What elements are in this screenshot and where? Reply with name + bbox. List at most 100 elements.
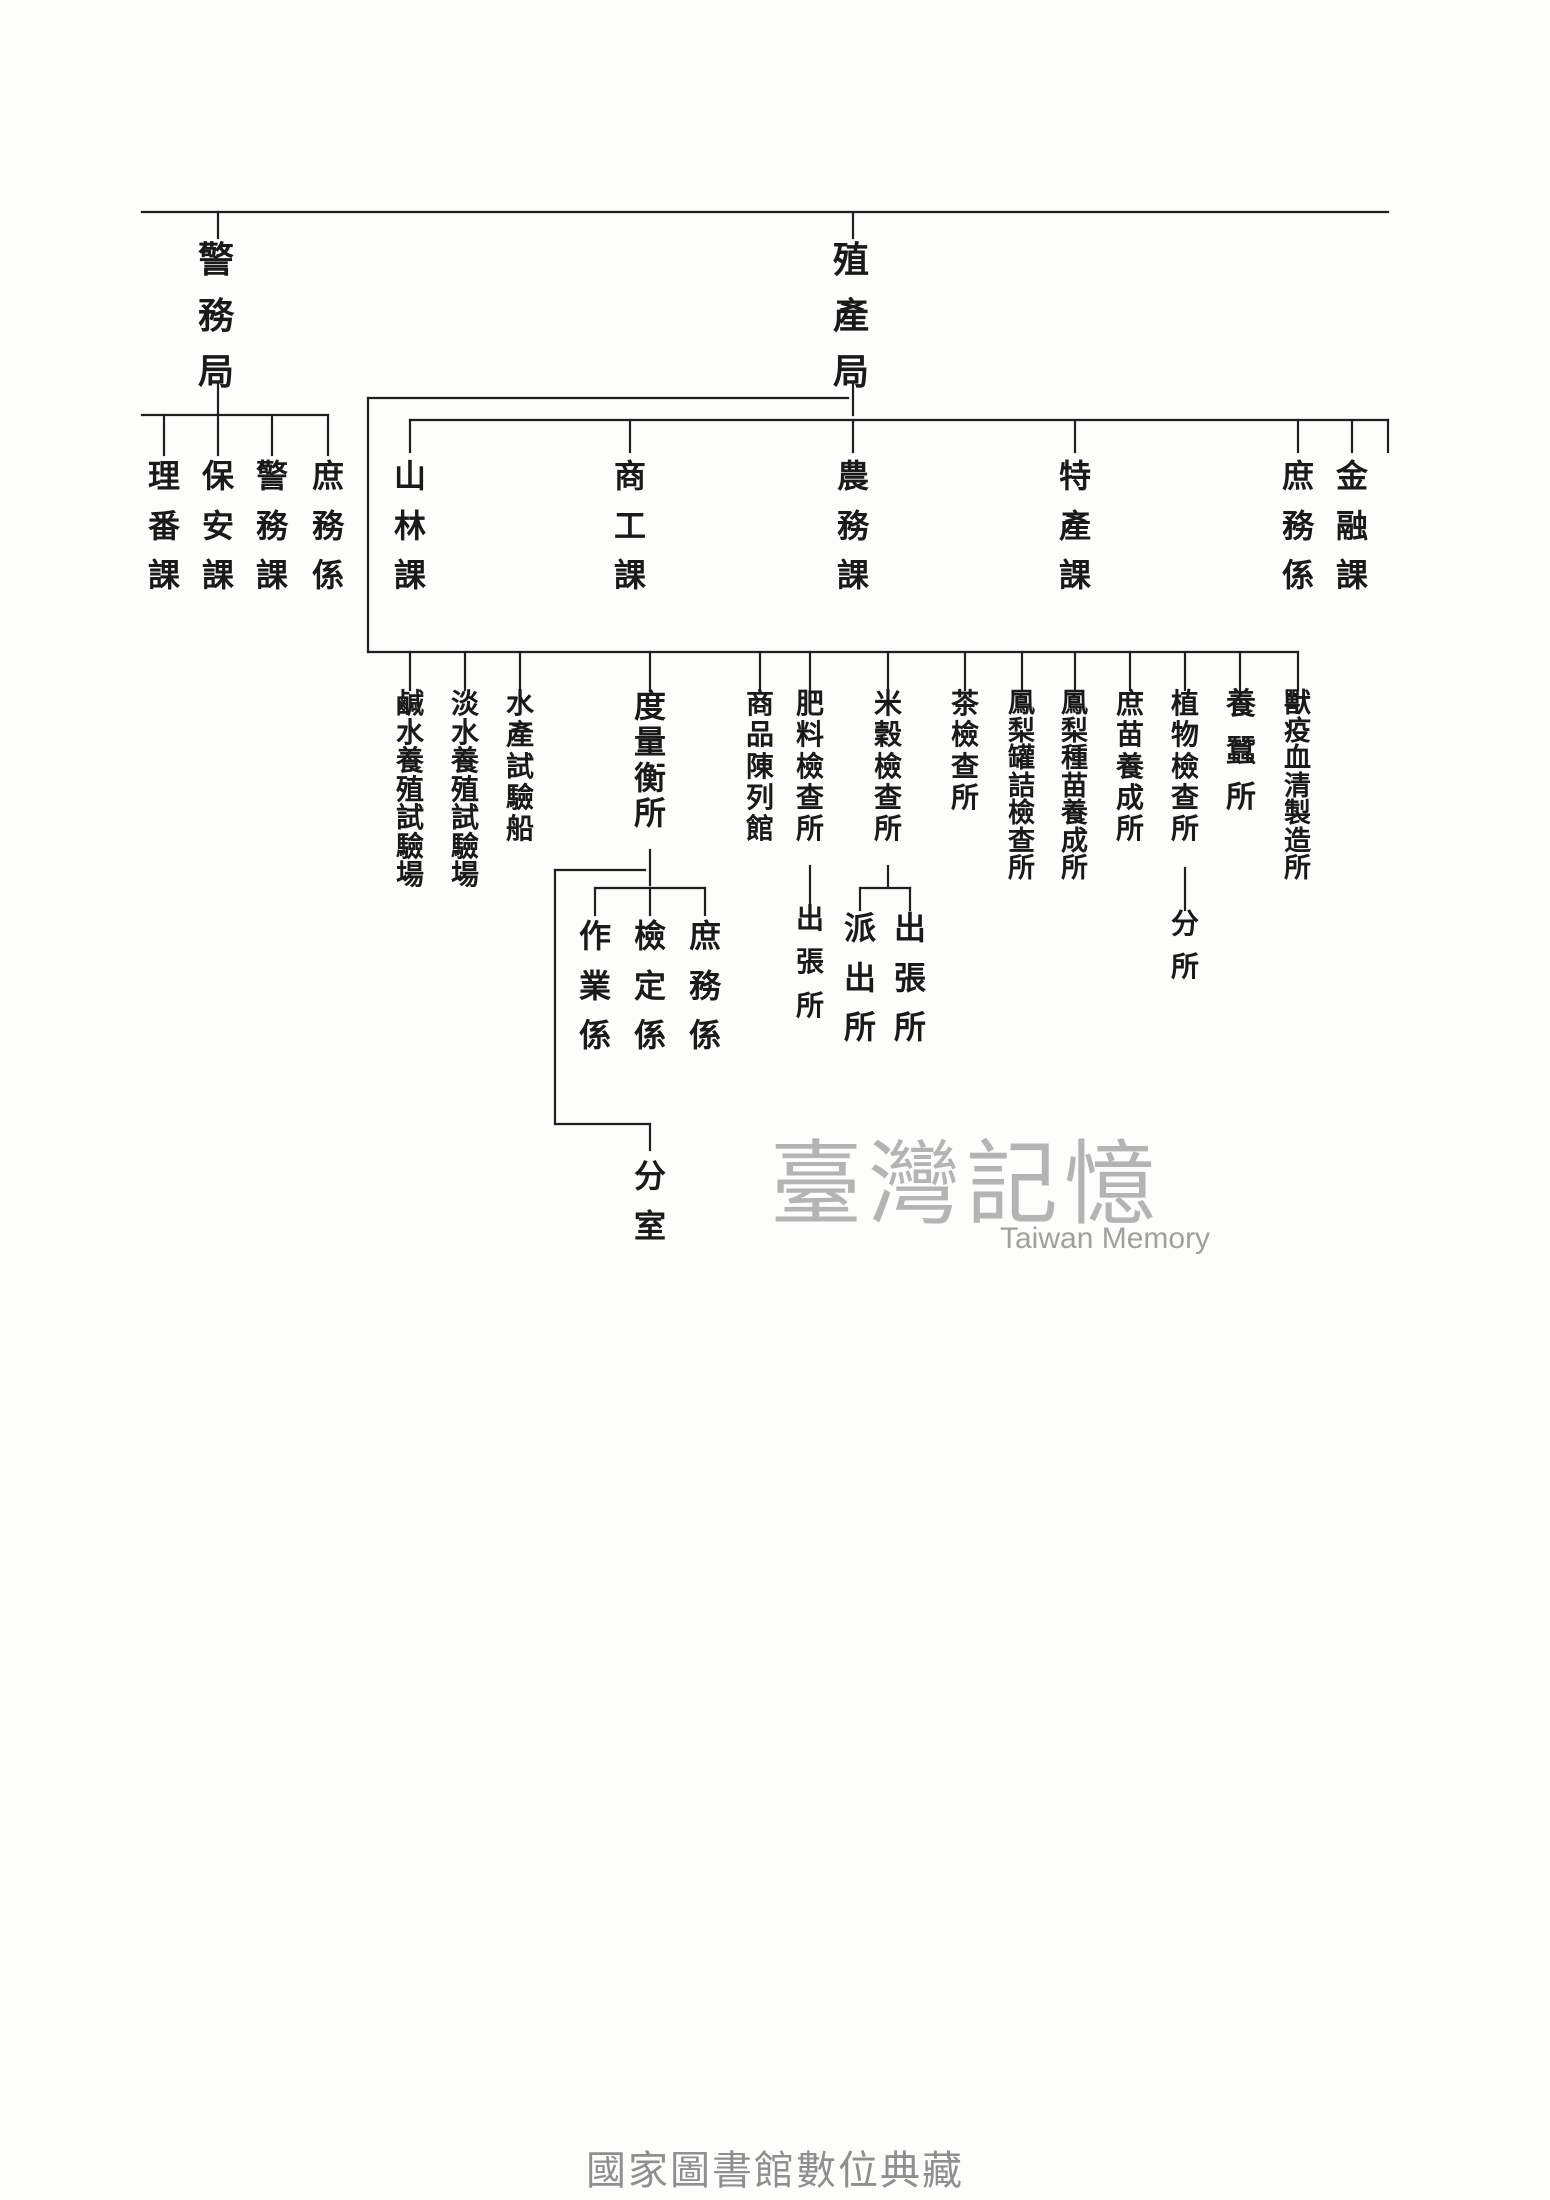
vertical-glyph: 課 [837, 556, 870, 595]
vertical-glyph: 局 [833, 350, 870, 393]
vertical-glyph: 務 [198, 294, 235, 337]
vertical-glyph: 衡 [634, 758, 667, 797]
vertical-glyph: 養 [1226, 687, 1256, 722]
fertilizer-sub-office: 出張所 [796, 905, 824, 1020]
keimu-bureau: 警務局 [198, 242, 234, 390]
vertical-glyph: 驗 [451, 829, 480, 863]
vertical-glyph: 商 [746, 687, 775, 720]
vertical-glyph: 張 [796, 945, 825, 979]
rice-sub-office-right: 出張所 [894, 912, 926, 1043]
vertical-glyph: 淡 [451, 687, 480, 720]
vertical-glyph: 蠶 [1226, 733, 1256, 769]
vertical-glyph: 庶 [312, 457, 345, 495]
vertical-glyph: 血 [1284, 743, 1311, 775]
vertical-glyph: 罐 [1008, 743, 1035, 775]
vertical-glyph: 所 [1226, 780, 1256, 815]
vertical-glyph: 檢 [874, 749, 903, 783]
vertical-glyph: 試 [396, 801, 425, 835]
vertical-glyph: 館 [746, 812, 775, 846]
vertical-glyph: 肥 [796, 687, 825, 720]
vertical-glyph: 船 [506, 812, 535, 846]
branch-office: 養蠶所 [1226, 690, 1256, 813]
keimu-division: 保安課 [202, 460, 234, 591]
vertical-glyph: 商 [614, 457, 647, 495]
vertical-glyph: 檢 [634, 917, 667, 955]
vertical-glyph: 所 [951, 781, 980, 815]
vertical-glyph: 鳳 [1008, 688, 1035, 719]
keimu-division: 庶務係 [312, 460, 344, 591]
plant-sub-office: 分所 [1171, 910, 1199, 981]
vertical-glyph: 養 [1061, 798, 1088, 830]
shokusan-division: 商工課 [614, 460, 646, 591]
branch-office: 獸疫血清製造所 [1284, 690, 1311, 882]
vertical-glyph: 鳳 [1061, 688, 1088, 719]
vertical-glyph: 殖 [451, 772, 480, 806]
vertical-glyph: 檢 [951, 718, 980, 752]
branch-office: 茶檢查所 [951, 690, 979, 812]
vertical-glyph: 產 [1059, 506, 1092, 545]
vertical-glyph: 疫 [1284, 715, 1311, 747]
vertical-glyph: 成 [1061, 825, 1088, 857]
vertical-glyph: 係 [579, 1016, 612, 1055]
vertical-glyph: 養 [1116, 749, 1145, 783]
vertical-glyph: 局 [198, 350, 235, 393]
vertical-glyph: 查 [951, 749, 980, 783]
vertical-glyph: 種 [1061, 743, 1088, 775]
vertical-glyph: 養 [451, 744, 480, 778]
vertical-glyph: 詰 [1008, 770, 1035, 802]
vertical-glyph: 係 [312, 556, 345, 595]
vertical-glyph: 特 [1059, 457, 1092, 495]
vertical-glyph: 所 [634, 794, 667, 833]
keimu-division: 理番課 [148, 460, 180, 591]
vertical-glyph: 出 [894, 909, 927, 947]
vertical-glyph: 林 [394, 506, 427, 545]
vertical-glyph: 出 [844, 958, 877, 997]
vertical-glyph: 查 [1008, 825, 1035, 857]
vertical-glyph: 度 [634, 687, 667, 725]
branch-office: 淡水養殖試驗場 [451, 690, 479, 889]
vertical-glyph: 融 [1336, 506, 1369, 545]
vertical-glyph: 張 [894, 958, 927, 997]
vertical-glyph: 所 [1284, 853, 1311, 885]
keimu-division: 警務課 [256, 460, 288, 591]
vertical-glyph: 量 [634, 722, 667, 761]
vertical-glyph: 清 [1284, 770, 1311, 802]
vertical-glyph: 檢 [1008, 798, 1035, 830]
vertical-glyph: 查 [796, 781, 825, 815]
vertical-glyph: 植 [1171, 687, 1200, 720]
vertical-glyph: 場 [396, 858, 425, 892]
rice-sub-office-left: 派出所 [844, 912, 876, 1043]
vertical-glyph: 課 [202, 556, 235, 595]
vertical-glyph: 試 [451, 801, 480, 835]
vertical-glyph: 務 [256, 506, 289, 545]
watermark-title: 臺灣記憶 [770, 1131, 1163, 1238]
vertical-glyph: 殖 [833, 239, 870, 281]
vertical-glyph: 保 [202, 457, 235, 495]
vertical-glyph: 派 [844, 909, 877, 947]
vertical-glyph: 梨 [1008, 715, 1035, 747]
vertical-glyph: 產 [506, 718, 535, 752]
vertical-glyph: 農 [837, 457, 870, 495]
doryoko-section: 檢定係 [634, 920, 666, 1051]
vertical-glyph: 課 [1059, 556, 1092, 595]
watermark-subtitle: Taiwan Memory [1000, 1222, 1211, 1255]
branch-office: 鳳梨罐詰檢查所 [1008, 690, 1035, 882]
branch-office: 植物檢查所 [1171, 690, 1199, 843]
vertical-glyph: 番 [148, 506, 181, 545]
vertical-glyph: 水 [451, 715, 480, 749]
vertical-glyph: 務 [689, 966, 722, 1005]
branch-office: 庶苗養成所 [1116, 690, 1144, 843]
footer-collection-credit: 國家圖書館數位典藏 [586, 2148, 964, 2194]
vertical-glyph: 庶 [1282, 457, 1315, 495]
vertical-glyph: 務 [837, 506, 870, 545]
shokusan-division: 山林課 [394, 460, 426, 591]
vertical-glyph: 所 [894, 1008, 927, 1047]
vertical-glyph: 係 [1282, 556, 1315, 595]
doryoko-branch-room: 分室 [634, 1160, 666, 1242]
vertical-glyph: 所 [844, 1008, 877, 1047]
vertical-glyph: 理 [148, 457, 181, 495]
vertical-glyph: 工 [614, 506, 647, 545]
vertical-glyph: 養 [396, 744, 425, 778]
vertical-glyph: 所 [796, 988, 825, 1022]
